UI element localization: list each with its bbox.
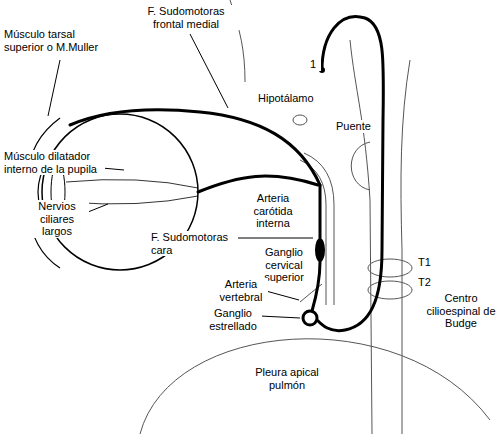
artery-label: Arteria carótida interna [236,192,310,230]
second-neuron [312,262,320,311]
ciliary-nerve [66,180,198,188]
leader-line [260,316,300,318]
frontal-fibers [70,110,320,185]
lung-apex [140,339,490,434]
muscle-label: Músculo tarsal superior o M.Muller [3,28,109,53]
fiber-label: F. Sudomotoras cara [150,231,238,256]
brainstem-outline [401,60,410,434]
leader-line [266,291,299,300]
callout-number: 1 [309,58,321,71]
leader-line [236,238,313,239]
leader-line [48,60,60,116]
fiber-label: F. Sudomotoras frontal medial [130,5,242,30]
leader-lines [48,34,313,318]
leader-line [102,168,124,170]
pituitary [293,115,307,125]
first-neuron [317,17,383,331]
muscle-label: Músculo dilatador interno de la pupila [3,150,105,175]
brainstem-outline [350,40,372,434]
third-neuron [319,185,322,238]
ganglion-label: Ganglio estrellado [204,307,262,332]
vertebra-label: T1 [417,256,439,269]
leader-line [88,204,108,212]
anatomy-outline [140,0,490,434]
ciliary-fibers [198,176,318,192]
stellate-ganglion [303,311,317,325]
sympathetic-pathway [70,17,383,331]
leader-line [190,34,228,108]
structure-label: Hipotálamo [257,92,329,105]
structure-label: Puente [335,120,381,133]
center-label: Centro cilioespinal de Budge [424,292,498,330]
nerve-label: Nervios ciliares largos [25,200,89,238]
artery-label: Arteria vertebral [214,278,268,303]
superior-cervical-ganglion [315,238,325,262]
organ-label: Pleura apical pulmón [245,366,329,391]
vertebra-label: T2 [417,276,439,289]
pons-outline [351,142,370,190]
vertebra [368,281,412,299]
vertebra [368,259,412,277]
